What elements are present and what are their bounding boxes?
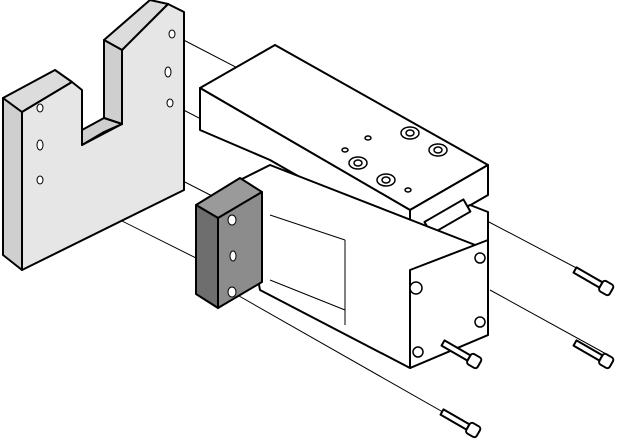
motor-end-cap [409, 239, 489, 369]
mounting-bracket [2, 0, 185, 271]
bracket-arm-side [103, 39, 123, 125]
screw-1 [572, 266, 615, 297]
actuator-body [199, 44, 489, 369]
screws [439, 266, 615, 439]
screw-3 [440, 339, 483, 370]
slide-counterbores [341, 126, 448, 193]
housing-groove [269, 279, 346, 311]
bracket-side-face [2, 97, 23, 271]
bracket-holes [36, 29, 176, 185]
bracket-slot-floor [81, 117, 123, 146]
flange-holes [227, 214, 237, 298]
flange-side [195, 204, 219, 309]
housing-groove [269, 214, 346, 241]
motor-flange-plate [195, 177, 263, 309]
screw-2 [572, 339, 615, 370]
screw-4 [439, 408, 482, 439]
motor-cap-holes [409, 252, 486, 358]
